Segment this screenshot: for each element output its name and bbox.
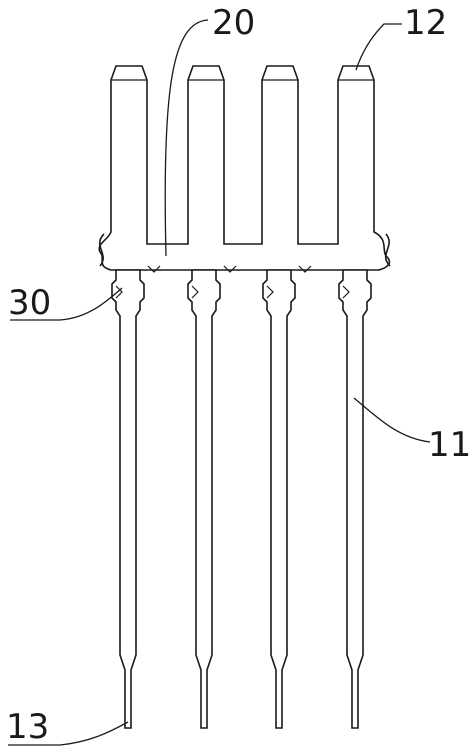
pin-1 — [111, 269, 145, 729]
carrier-strip — [98, 65, 391, 271]
right-break-line — [384, 233, 391, 267]
leader-20 — [164, 19, 209, 257]
pin-4 — [338, 269, 372, 729]
ref-label-30: 30 — [8, 283, 51, 323]
ref-label-11: 11 — [428, 425, 471, 465]
leader-13 — [8, 721, 129, 746]
left-break-line — [98, 233, 105, 267]
ref-label-13: 13 — [6, 707, 49, 747]
leader-12 — [355, 23, 402, 71]
leader-30 — [10, 287, 123, 321]
pin-2 — [187, 269, 221, 729]
ref-label-12: 12 — [404, 3, 447, 43]
leader-11 — [353, 397, 431, 443]
pin-3 — [262, 269, 296, 729]
notch-marks — [115, 265, 350, 299]
ref-label-20: 20 — [212, 3, 255, 43]
